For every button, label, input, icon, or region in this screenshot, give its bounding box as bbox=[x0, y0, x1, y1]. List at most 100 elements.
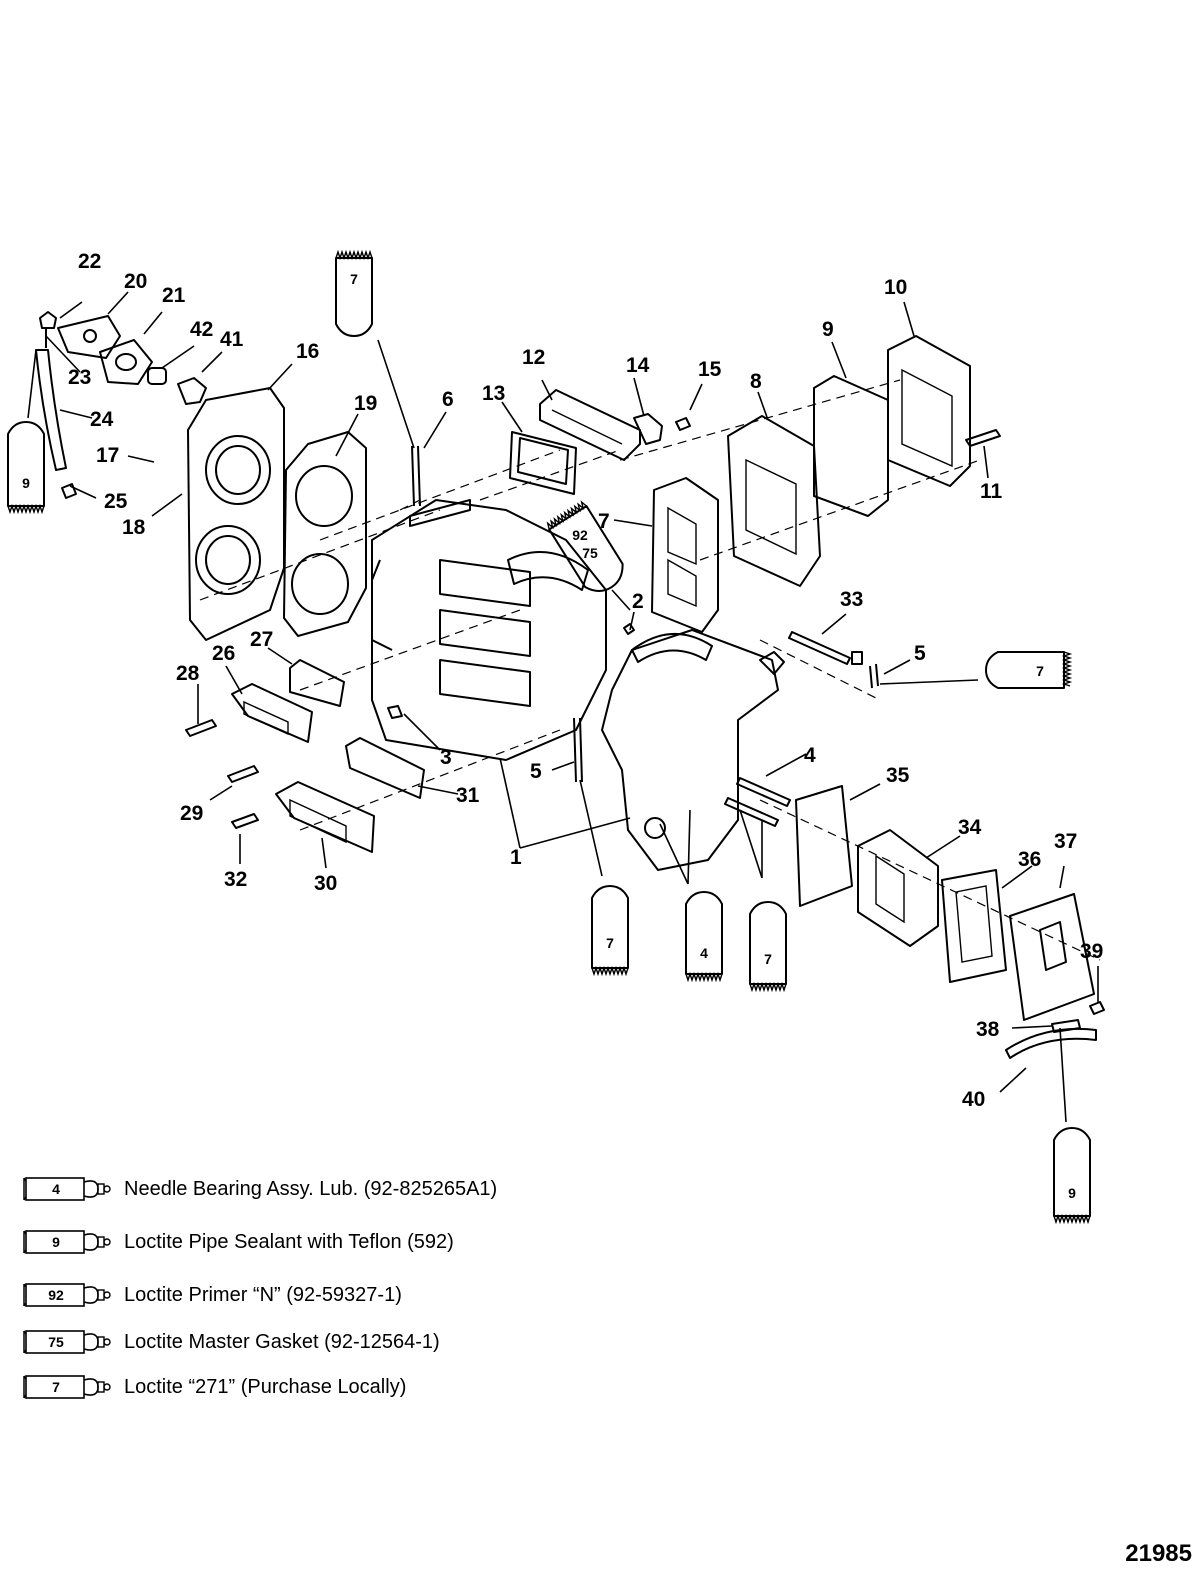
callout: 16 bbox=[296, 340, 319, 363]
tube-icon: 92 bbox=[23, 1283, 111, 1307]
legend-text: Loctite Pipe Sealant with Teflon (592) bbox=[124, 1230, 454, 1253]
legend-tube-number: 9 bbox=[52, 1234, 60, 1250]
legend-item: 4 Needle Bearing Assy. Lub. (92-825265A1… bbox=[20, 1172, 497, 1206]
tube-7-bottom-b: 7 bbox=[749, 901, 787, 993]
callout: 30 bbox=[314, 872, 337, 895]
legend-text: Needle Bearing Assy. Lub. (92-825265A1) bbox=[124, 1177, 498, 1200]
part-exhaust-gasket bbox=[651, 477, 719, 633]
tube-7-right: 7 bbox=[985, 651, 1073, 689]
figure-number: 21985 bbox=[1125, 1540, 1192, 1567]
legend-item: 7 Loctite “271” (Purchase Locally) bbox=[20, 1370, 406, 1404]
part-head-gasket bbox=[283, 431, 367, 637]
callout: 32 bbox=[224, 868, 247, 891]
callout: 15 bbox=[698, 358, 722, 381]
part-fitting-hose bbox=[35, 311, 77, 499]
legend-tube-number: 4 bbox=[52, 1181, 60, 1197]
legend-item: 92 Loctite Primer “N” (92-59327-1) bbox=[20, 1278, 402, 1312]
tube-4-bottom: 4 bbox=[685, 891, 723, 983]
part-reed-assy-left-upper bbox=[185, 659, 345, 743]
assembly-lines bbox=[199, 379, 1101, 961]
part-reed-assy-right bbox=[795, 785, 1105, 1021]
tube-number: 7 bbox=[350, 271, 358, 287]
tube-9-left: 9 bbox=[7, 421, 45, 515]
callout: 25 bbox=[104, 490, 128, 513]
legend-item: 9 Loctite Pipe Sealant with Teflon (592) bbox=[20, 1225, 454, 1259]
tube-7-top: 7 bbox=[335, 249, 373, 337]
callout: 6 bbox=[442, 388, 454, 411]
legend-tube-number: 7 bbox=[52, 1379, 60, 1395]
callout: 37 bbox=[1054, 830, 1077, 853]
part-cylinder-head bbox=[187, 387, 285, 641]
tube-9-bottom: 9 bbox=[1053, 1127, 1091, 1225]
callout: 39 bbox=[1080, 940, 1103, 963]
leader-lines bbox=[45, 291, 1099, 1093]
parts-artwork bbox=[27, 291, 1105, 1123]
part-crankcase-half bbox=[601, 629, 785, 871]
tube-number: 75 bbox=[582, 545, 598, 561]
tube-icon: 9 bbox=[23, 1230, 111, 1254]
callout-labels: 22 20 21 42 41 16 23 24 17 25 18 19 6 13… bbox=[68, 250, 1103, 1111]
tube-7-bottom-a: 7 bbox=[591, 885, 629, 977]
callout: 28 bbox=[176, 662, 200, 685]
callout: 5 bbox=[530, 760, 542, 783]
callout: 20 bbox=[124, 270, 147, 293]
callout: 38 bbox=[976, 1018, 1000, 1041]
callout: 13 bbox=[482, 382, 505, 405]
legend-item: 75 Loctite Master Gasket (92-12564-1) bbox=[20, 1325, 440, 1359]
callout: 4 bbox=[804, 744, 816, 767]
callout: 14 bbox=[626, 354, 650, 377]
tube-number: 7 bbox=[1036, 663, 1044, 679]
callout: 31 bbox=[456, 784, 480, 807]
callout: 42 bbox=[190, 318, 213, 341]
callout: 11 bbox=[980, 480, 1003, 503]
tube-number: 7 bbox=[606, 935, 614, 951]
callout: 18 bbox=[122, 516, 146, 539]
legend-text: Loctite “271” (Purchase Locally) bbox=[124, 1375, 407, 1398]
callout: 9 bbox=[822, 318, 834, 341]
callout: 7 bbox=[598, 510, 610, 533]
part-reed-assy-left-lower bbox=[227, 737, 425, 853]
callout: 8 bbox=[750, 370, 762, 393]
callout: 5 bbox=[914, 642, 926, 665]
callout: 19 bbox=[354, 392, 377, 415]
callout: 41 bbox=[220, 328, 244, 351]
callout: 29 bbox=[180, 802, 203, 825]
legend-text: Loctite Primer “N” (92-59327-1) bbox=[124, 1283, 402, 1306]
legend-text: Loctite Master Gasket (92-12564-1) bbox=[124, 1330, 440, 1353]
part-cylinder-block bbox=[371, 499, 607, 761]
tube-icon: 75 bbox=[23, 1330, 111, 1354]
tube-number: 9 bbox=[1068, 1185, 1076, 1201]
callout: 35 bbox=[886, 764, 910, 787]
callout: 34 bbox=[958, 816, 982, 839]
part-fitting-hose-lower bbox=[1005, 1019, 1097, 1059]
callout: 27 bbox=[250, 628, 273, 651]
part-bolts-studs bbox=[387, 445, 879, 827]
callout: 2 bbox=[632, 590, 644, 613]
callout: 24 bbox=[90, 408, 114, 431]
tube-leaders bbox=[27, 339, 1067, 1123]
tube-icon: 4 bbox=[23, 1177, 111, 1201]
callout: 12 bbox=[522, 346, 545, 369]
callout: 33 bbox=[840, 588, 863, 611]
callout: 10 bbox=[884, 276, 907, 299]
tube-92-75 bbox=[546, 500, 624, 592]
part-thermostat-cover bbox=[57, 315, 207, 405]
sealant-tubes: 7 9 92 75 7 7 4 bbox=[7, 249, 1091, 1225]
legend-tube-number: 92 bbox=[48, 1287, 64, 1303]
tube-number: 4 bbox=[700, 945, 708, 961]
callout: 17 bbox=[96, 444, 119, 467]
callout: 21 bbox=[162, 284, 186, 307]
tube-number: 7 bbox=[764, 951, 772, 967]
tube-number: 92 bbox=[572, 527, 588, 543]
part-reed-block-upper bbox=[509, 389, 691, 495]
callout: 26 bbox=[212, 642, 235, 665]
callout: 36 bbox=[1018, 848, 1041, 871]
callout: 3 bbox=[440, 746, 452, 769]
callout: 23 bbox=[68, 366, 91, 389]
tube-number: 9 bbox=[22, 475, 30, 491]
part-exhaust-plate bbox=[727, 415, 821, 587]
callout: 22 bbox=[78, 250, 101, 273]
callout: 1 bbox=[510, 846, 522, 869]
part-exhaust-cover bbox=[813, 335, 1001, 517]
